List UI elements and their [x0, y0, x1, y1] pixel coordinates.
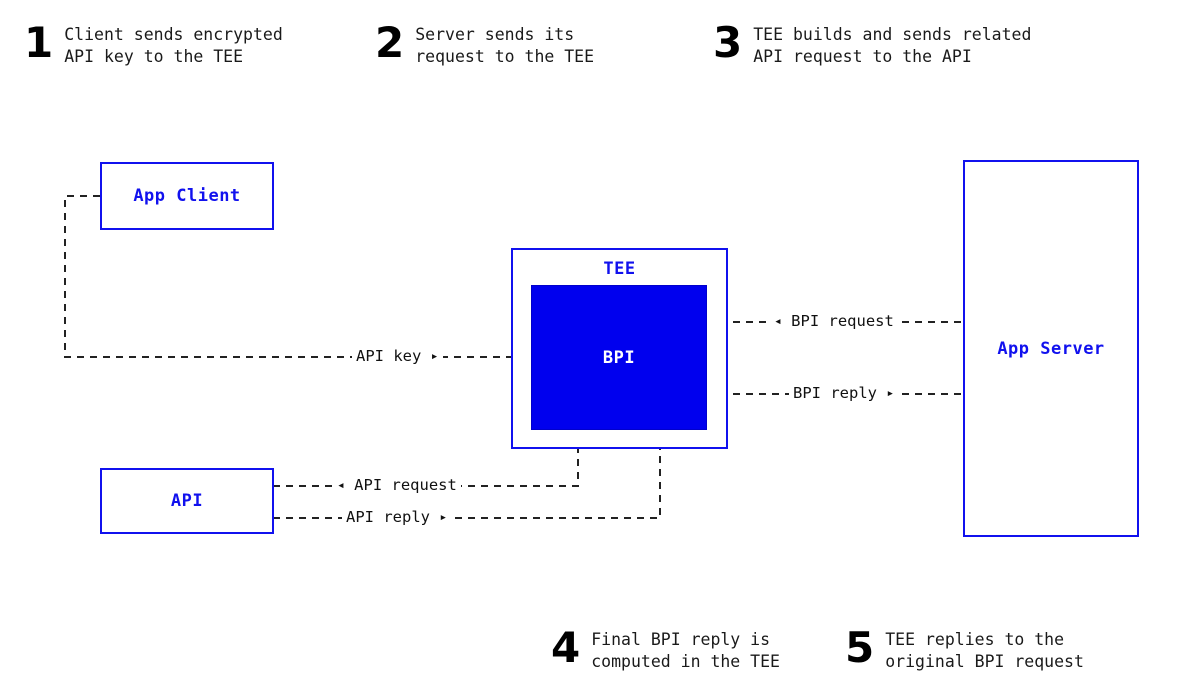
step-4-number: 4: [551, 623, 581, 672]
edge-label-api-reply-text: API reply: [346, 508, 430, 526]
edge-label-bpi-reply: BPI reply ▸: [789, 384, 899, 403]
arrow-right-icon: ▸: [886, 386, 895, 401]
edge-label-api-reply: API reply ▸: [342, 508, 452, 527]
step-2-line1: Server sends its: [415, 25, 575, 44]
step-2-line2: request to the TEE: [415, 47, 595, 66]
edge-label-bpi-reply-text: BPI reply: [793, 384, 877, 402]
step-5-line1: TEE replies to the: [885, 630, 1065, 649]
step-1: 1 Client sends encrypted API key to the …: [24, 20, 283, 68]
node-app-server[interactable]: App Server: [963, 160, 1139, 537]
edge-label-bpi-request: ◂ BPI request: [770, 313, 898, 331]
node-api-label: API: [170, 491, 204, 511]
edge-label-api-key: API key ▸: [352, 348, 443, 366]
step-5-number: 5: [845, 623, 875, 672]
step-3-line1: TEE builds and sends related: [753, 25, 1032, 44]
arrow-left-icon: ◂: [774, 314, 782, 329]
step-3: 3 TEE builds and sends related API reque…: [713, 20, 1031, 68]
step-2: 2 Server sends its request to the TEE: [375, 20, 594, 68]
step-1-line2: API key to the TEE: [64, 47, 244, 66]
step-4-line1: Final BPI reply is: [591, 630, 771, 649]
step-1-text: Client sends encrypted API key to the TE…: [64, 20, 283, 68]
arrow-left-icon: ◂: [337, 478, 345, 493]
step-2-text: Server sends its request to the TEE: [415, 20, 594, 68]
step-5: 5 TEE replies to the original BPI reques…: [845, 625, 1084, 673]
edge-label-api-request: ◂ API request: [333, 477, 461, 495]
node-bpi[interactable]: BPI: [531, 285, 707, 430]
step-5-line2: original BPI request: [885, 652, 1084, 671]
step-1-number: 1: [24, 18, 54, 67]
node-app-server-label: App Server: [997, 338, 1105, 359]
node-api[interactable]: API: [100, 468, 274, 534]
step-1-line1: Client sends encrypted: [64, 25, 283, 44]
arrow-right-icon: ▸: [430, 349, 439, 364]
step-4: 4 Final BPI reply is computed in the TEE: [551, 625, 780, 673]
node-app-client[interactable]: App Client: [100, 162, 274, 230]
step-2-number: 2: [375, 18, 405, 67]
step-3-text: TEE builds and sends related API request…: [753, 20, 1031, 68]
node-tee-label: TEE: [603, 259, 636, 279]
step-3-number: 3: [713, 18, 743, 67]
edge-label-bpi-request-text: BPI request: [791, 312, 894, 330]
edge-label-api-request-text: API request: [354, 476, 457, 494]
step-4-text: Final BPI reply is computed in the TEE: [591, 625, 780, 673]
step-5-text: TEE replies to the original BPI request: [885, 625, 1084, 673]
node-bpi-label: BPI: [602, 347, 636, 368]
node-app-client-label: App Client: [133, 186, 241, 206]
edge-label-api-key-text: API key: [356, 347, 422, 365]
step-4-line2: computed in the TEE: [591, 652, 780, 671]
arrow-right-icon: ▸: [439, 510, 448, 525]
step-3-line2: API request to the API: [753, 47, 972, 66]
